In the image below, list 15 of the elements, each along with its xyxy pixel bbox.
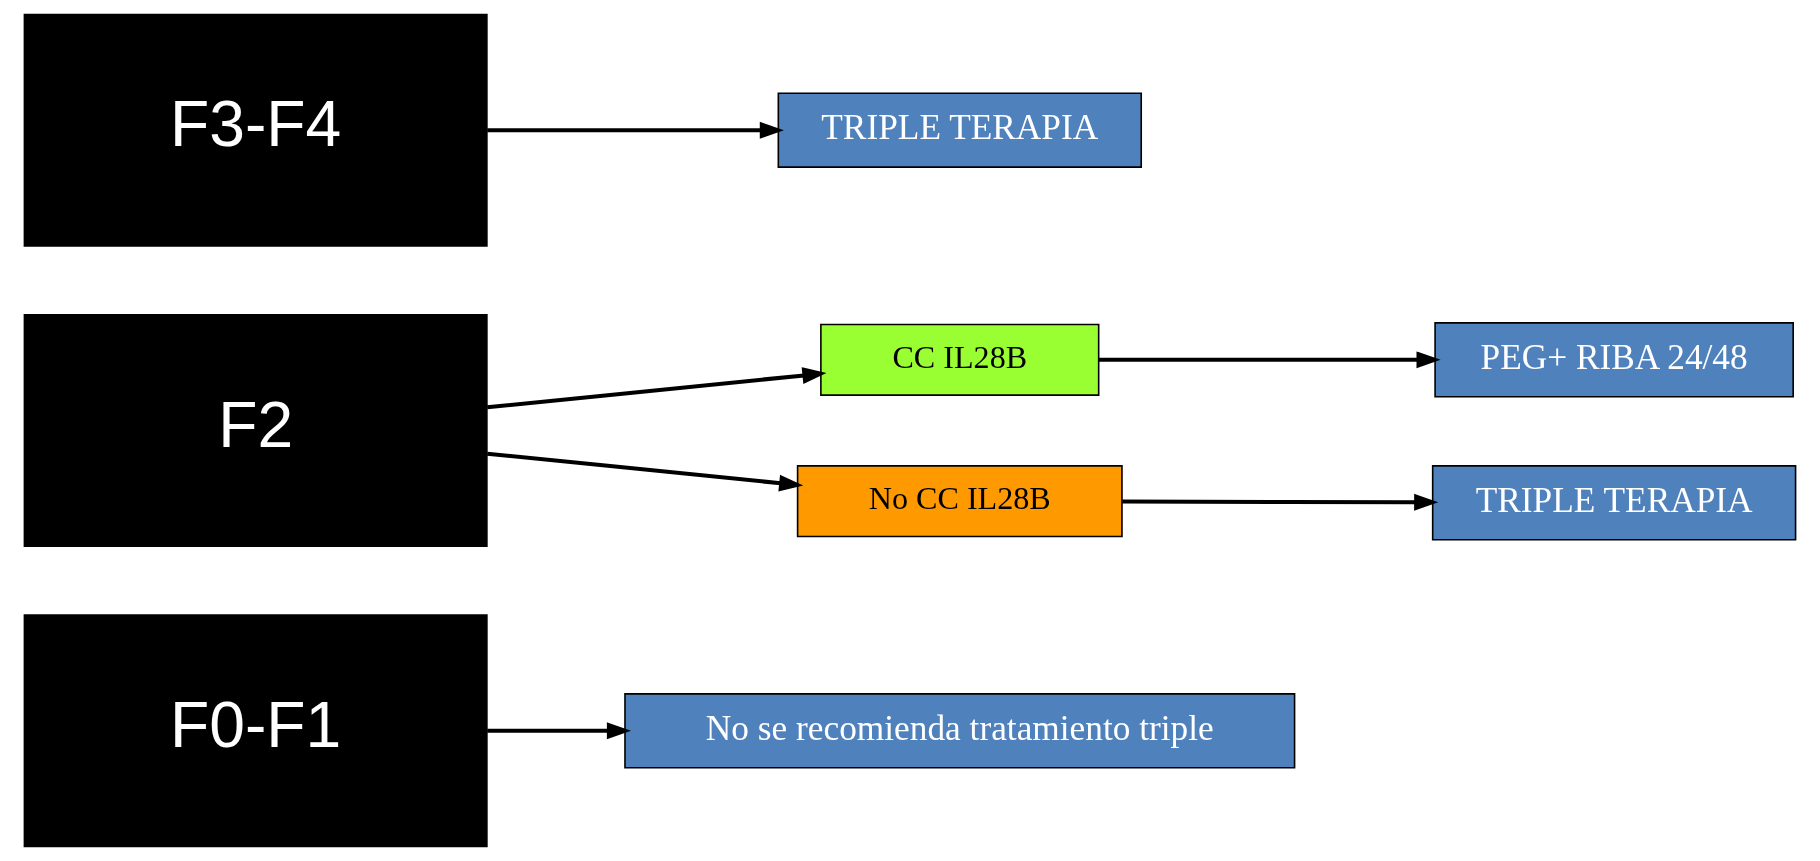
node-box: No CC IL28B (796, 465, 1123, 538)
arrow (1098, 351, 1441, 369)
arrow (487, 451, 804, 492)
node-box: TRIPLE TERAPIA (777, 92, 1143, 168)
arrow (487, 121, 784, 139)
node-box: No se recomienda tratamiento triple (624, 693, 1296, 769)
node-box: CC IL28B (820, 323, 1100, 396)
arrow (1122, 493, 1439, 511)
node-box: TRIPLE TERAPIA (1431, 465, 1797, 541)
node-box: PEG+ RIBA 24/48 (1434, 322, 1794, 398)
arrow (487, 367, 827, 410)
arrow (487, 722, 632, 740)
node-box: F2 (23, 314, 488, 547)
node-box: F0-F1 (23, 614, 488, 848)
node-box: F3-F4 (23, 13, 488, 247)
